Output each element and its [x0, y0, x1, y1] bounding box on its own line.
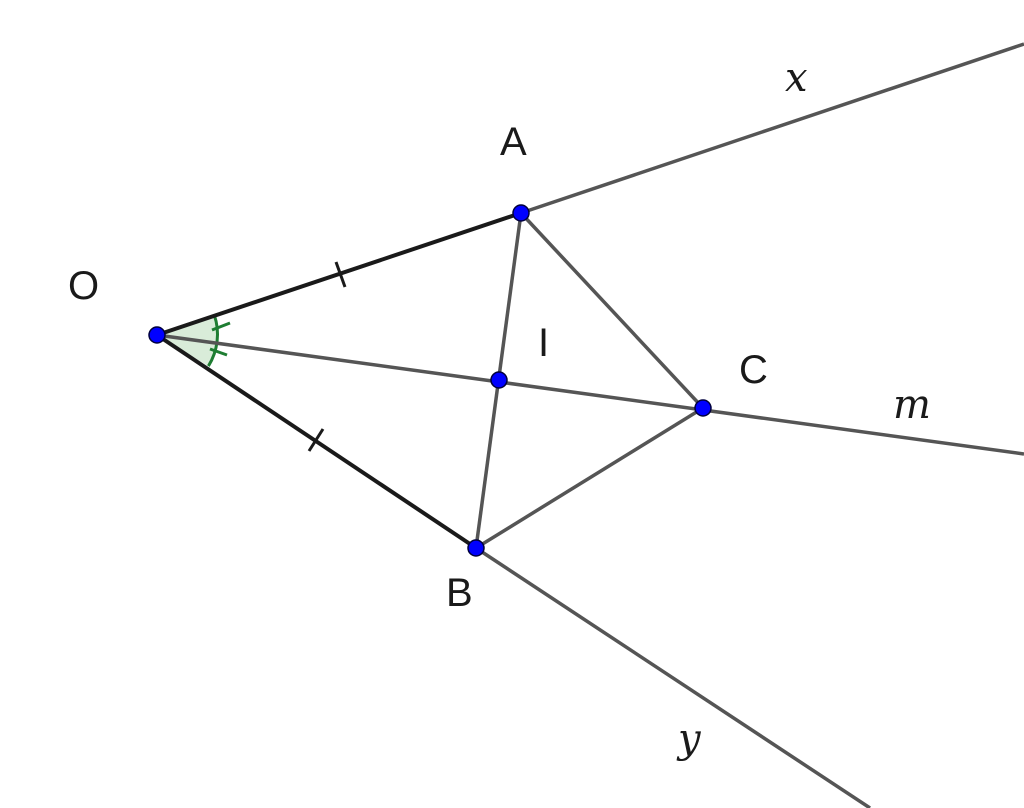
- point-a[interactable]: [512, 204, 530, 222]
- segment-bc: [475, 406, 704, 550]
- label-c: C: [739, 348, 768, 392]
- angle-tick-aoc: [211, 321, 231, 332]
- ray-oy: [475, 546, 871, 808]
- segment-ac: [519, 211, 705, 410]
- label-line-y: y: [676, 716, 702, 762]
- label-line-m: m: [893, 382, 931, 428]
- label-o: O: [68, 264, 99, 308]
- label-a: A: [500, 120, 527, 164]
- tick-mark-ob: [307, 428, 325, 452]
- ray-ox: [520, 42, 1024, 215]
- point-o[interactable]: [148, 326, 166, 344]
- angle-arc-AOB: [207, 314, 219, 367]
- label-i: I: [538, 321, 549, 365]
- label-line-x: x: [785, 55, 808, 101]
- angle-tick-cob: [209, 347, 228, 357]
- point-c[interactable]: [694, 399, 712, 417]
- tick-mark-oa: [334, 261, 347, 288]
- point-b[interactable]: [467, 539, 485, 557]
- point-i[interactable]: [490, 371, 508, 389]
- label-b: B: [446, 571, 473, 615]
- ray-om: [156, 333, 1024, 456]
